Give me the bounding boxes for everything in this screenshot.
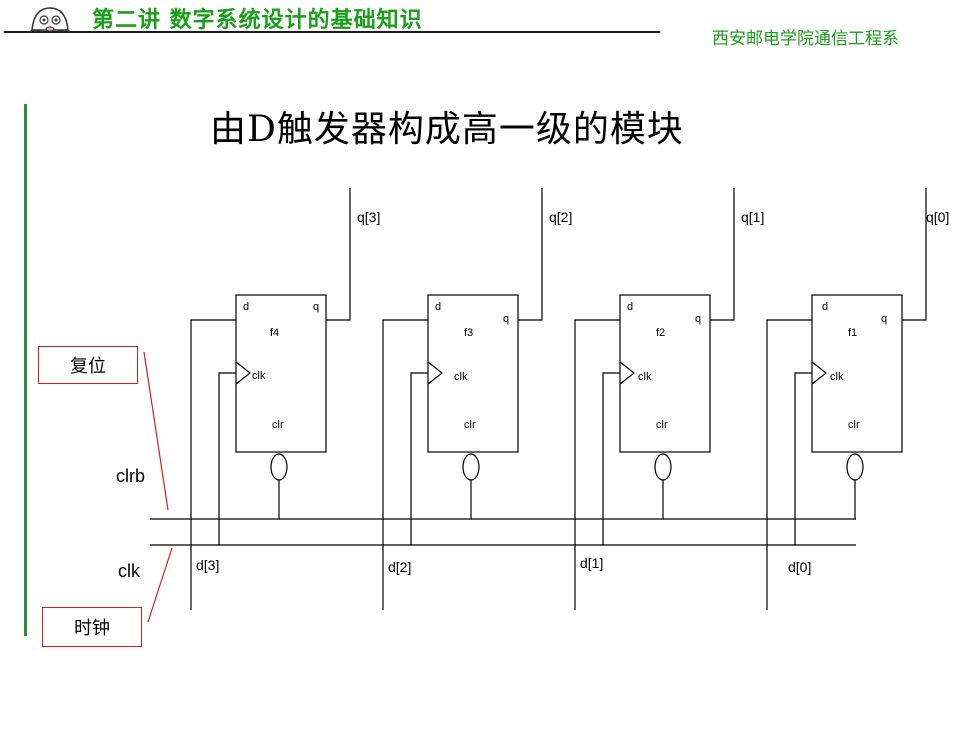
clock-callout: 时钟 — [42, 607, 142, 647]
q-output-wire — [518, 188, 543, 321]
inversion-bubble — [654, 453, 672, 481]
clr-pin-label: clr — [656, 419, 668, 431]
d-input-wire — [190, 319, 236, 610]
d-input-wire — [766, 319, 812, 610]
course-title: 第二讲 数字系统设计的基础知识 — [92, 8, 423, 33]
clock-pointer-line — [147, 547, 173, 623]
inversion-bubble — [846, 453, 864, 481]
clk-pin-label: clk — [830, 371, 844, 383]
q-output-wire — [326, 188, 351, 321]
clr-pin-label: clr — [272, 419, 284, 431]
d-pin-label: d — [822, 301, 828, 313]
clr-pin-label: clr — [464, 419, 476, 431]
q-output-wire — [902, 188, 927, 321]
input-label-d3: d[3] — [196, 557, 219, 573]
flipflop-f3 — [382, 188, 543, 610]
output-label-q0: q[0] — [926, 209, 949, 225]
slide-title: 由D触发器构成高一级的模块 — [210, 109, 684, 150]
clk-wire — [602, 372, 620, 545]
clk-wire — [794, 372, 812, 545]
header-decoration — [4, 7, 660, 33]
d-input-wire — [574, 319, 620, 610]
input-label-d1: d[1] — [580, 555, 603, 571]
accent-bar — [24, 104, 27, 636]
clk-pin-label: clk — [638, 371, 652, 383]
clock-triangle — [619, 361, 635, 385]
clk-wire — [218, 372, 236, 545]
q-pin-label: q — [881, 313, 887, 325]
d-pin-label: d — [435, 301, 441, 313]
flipflop-name: f1 — [848, 327, 857, 339]
inversion-bubble — [462, 453, 480, 481]
input-label-d2: d[2] — [388, 559, 411, 575]
clock-triangle — [235, 361, 251, 385]
flipflop-name: f2 — [656, 327, 665, 339]
clock-triangle — [811, 361, 827, 385]
inversion-bubble — [270, 453, 288, 481]
clr-pin-label: clr — [848, 419, 860, 431]
flipflop-f2 — [574, 188, 735, 610]
reset-pointer-line — [143, 351, 169, 511]
output-label-q2: q[2] — [549, 209, 572, 225]
flipflop-name: f3 — [464, 327, 473, 339]
clock-triangle — [427, 361, 443, 385]
q-output-wire — [710, 188, 735, 321]
d-input-wire — [382, 319, 428, 610]
signal-label-clk: clk — [118, 561, 141, 581]
flipflop-f4 — [190, 188, 351, 610]
q-pin-label: q — [503, 313, 509, 325]
output-label-q3: q[3] — [357, 209, 380, 225]
clk-pin-label: clk — [454, 371, 468, 383]
reset-callout: 复位 — [38, 346, 138, 384]
clk-pin-label: clk — [252, 370, 266, 382]
q-pin-label: q — [313, 301, 319, 313]
flipflop-f1 — [766, 188, 927, 610]
institution-name: 西安邮电学院通信工程系 — [712, 29, 899, 49]
clk-wire — [410, 372, 428, 545]
d-pin-label: d — [243, 301, 249, 313]
mascot-icon — [29, 7, 71, 33]
flipflop-name: f4 — [270, 327, 279, 339]
signal-label-clrb: clrb — [116, 466, 145, 486]
q-pin-label: q — [695, 313, 701, 325]
d-pin-label: d — [627, 301, 633, 313]
output-label-q1: q[1] — [741, 209, 764, 225]
input-label-d0: d[0] — [788, 559, 811, 575]
